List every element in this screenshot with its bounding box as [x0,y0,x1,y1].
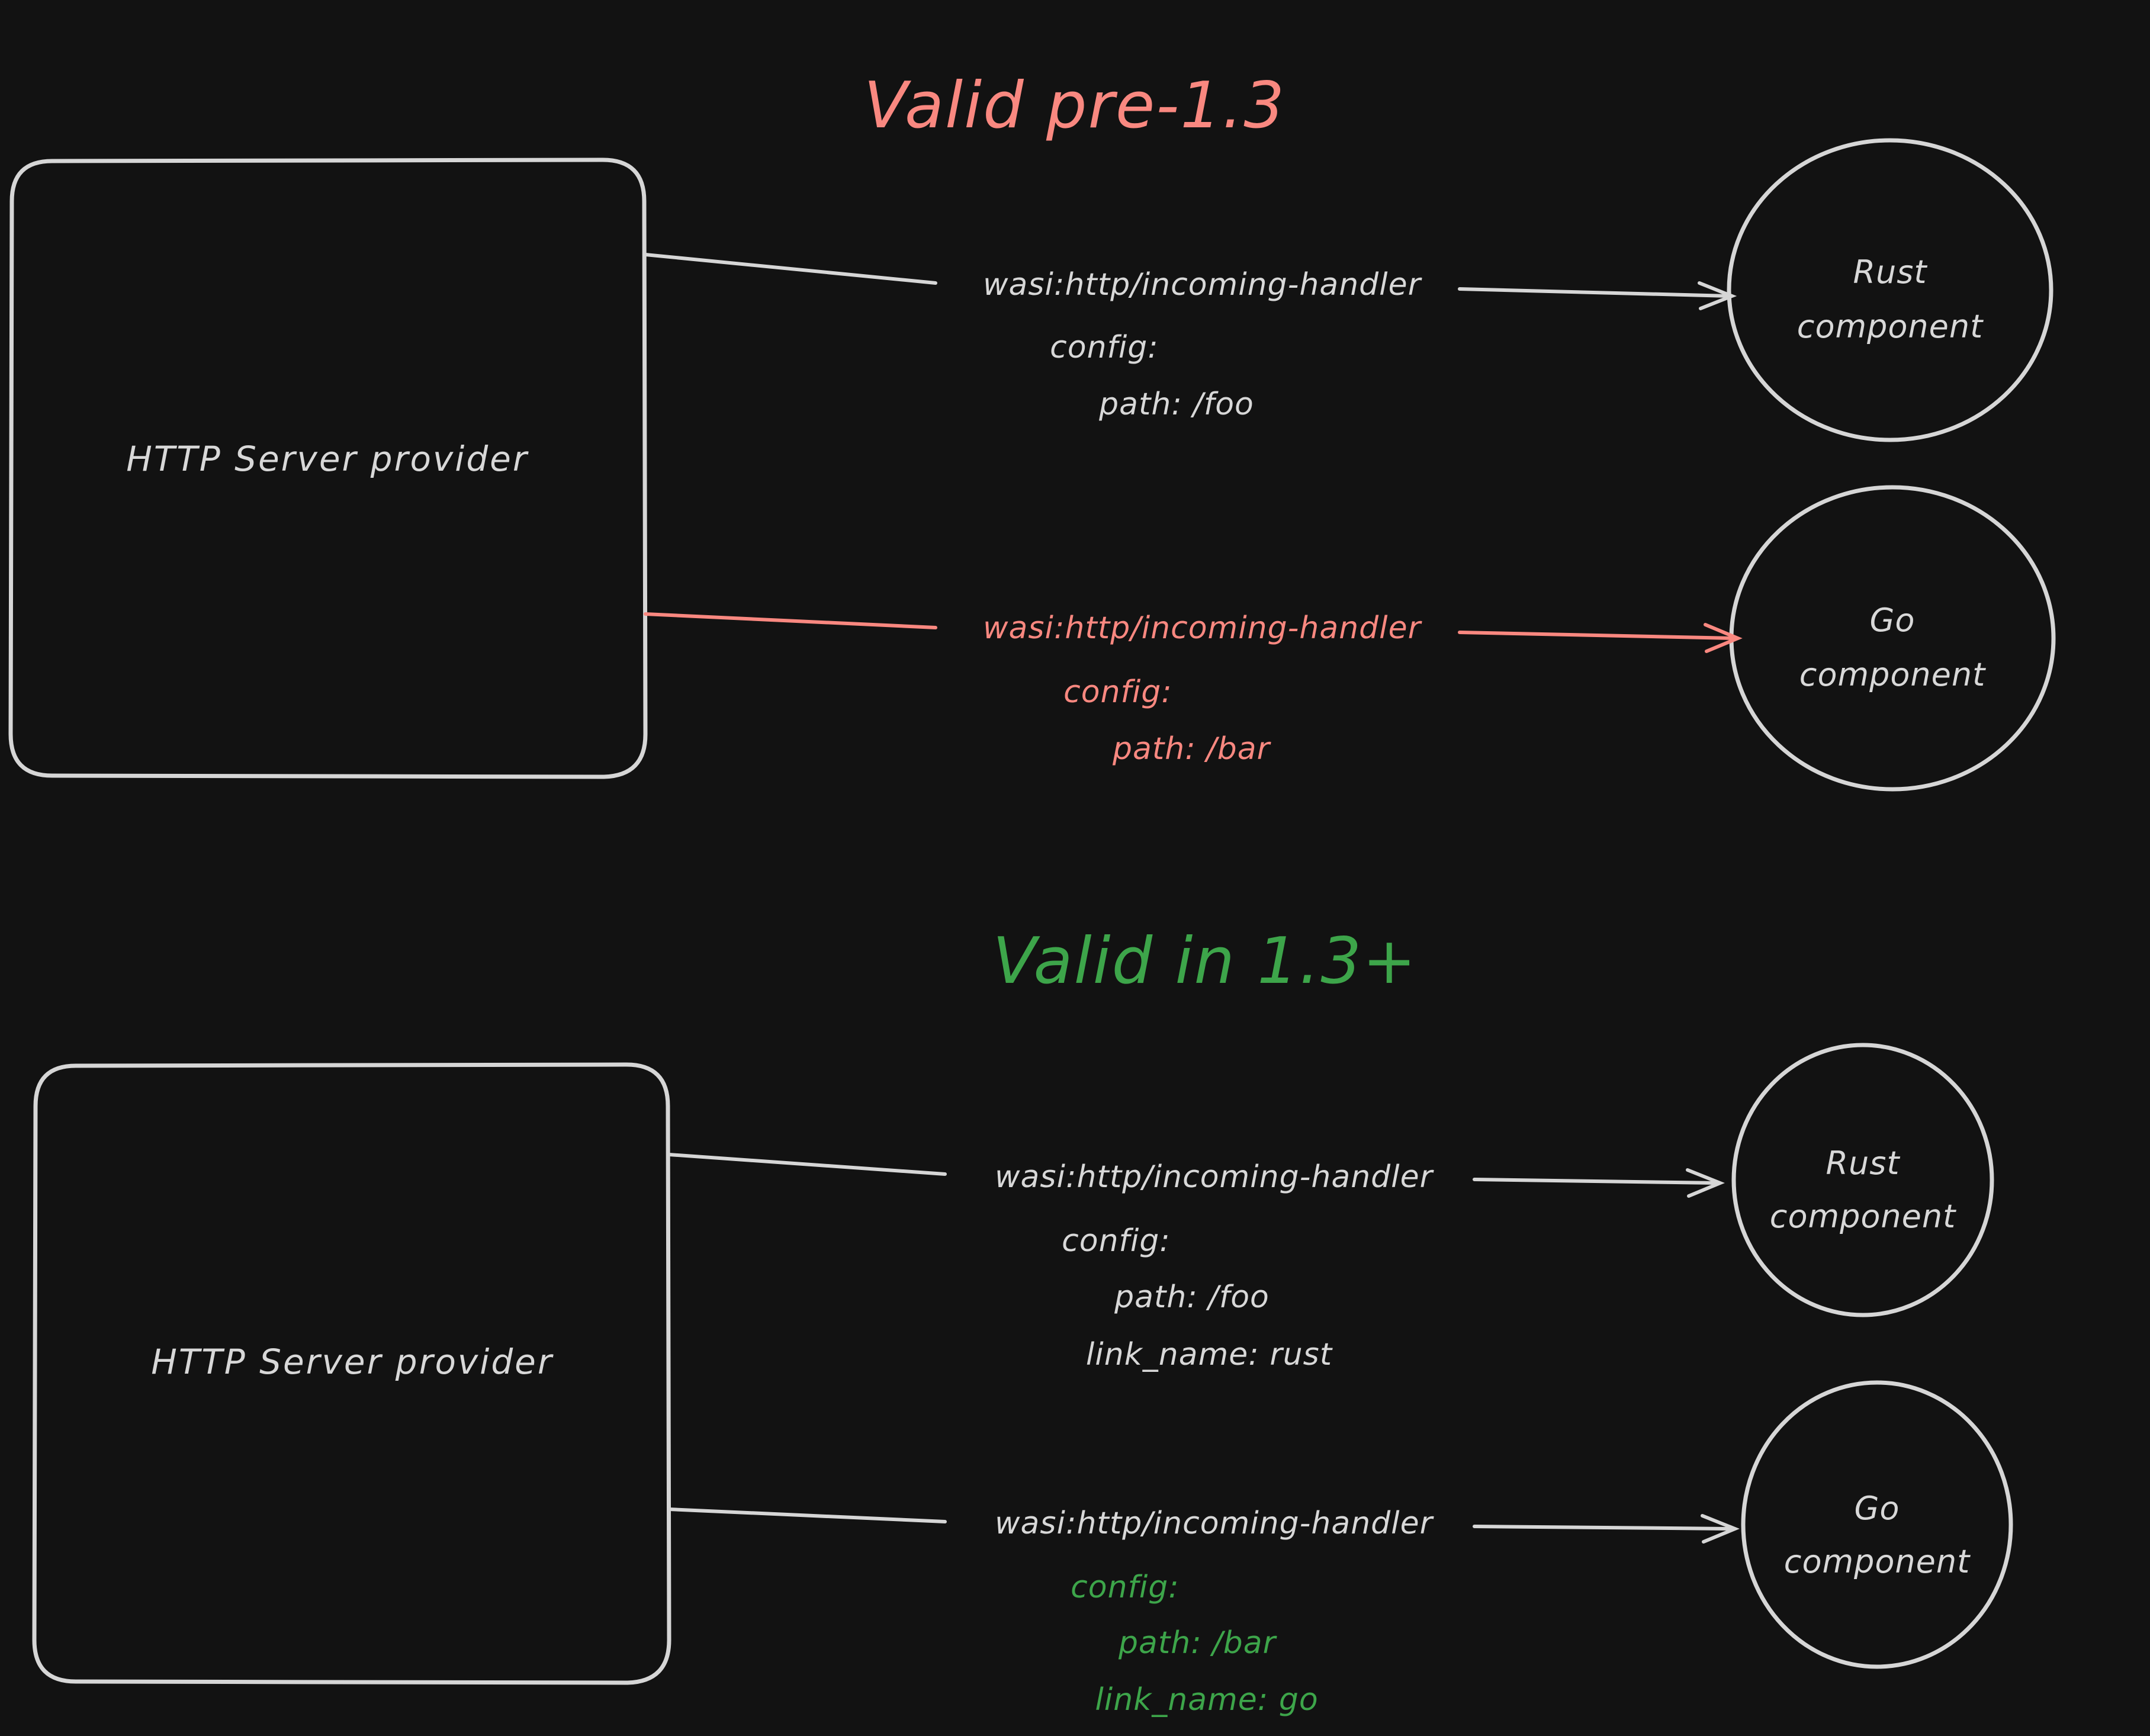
edge-go-config-path-bottom: path: /bar [1118,1625,1278,1661]
node-go-line2-bottom: component [1784,1543,1971,1580]
edge-rust-config-label-top: config: [1050,330,1159,365]
edge-go-arrowhead-bottom [1701,1514,1740,1544]
node-go-line1-top: Go [1870,602,1916,639]
edge-go-config-linkname-bottom: link_name: go [1095,1682,1318,1718]
edge-rust-interface-bottom: wasi:http/incoming-handler [995,1159,1435,1195]
edge-rust-config-linkname-bottom: link_name: rust [1086,1337,1333,1372]
edge-go-config-label-bottom: config: [1071,1570,1180,1605]
edge-go-line-right-top [1458,631,1737,640]
edge-go-line-right-bottom [1473,1525,1734,1531]
section-title-pre-1-3: Valid pre-1.3 [864,69,1285,143]
node-rust-line1-top: Rust [1853,253,1927,291]
edge-rust-config-path-top: path: /foo [1098,387,1254,422]
edge-rust-config-label-bottom: config: [1062,1223,1171,1259]
edge-go-interface-bottom: wasi:http/incoming-handler [995,1506,1435,1541]
edge-rust-interface-top: wasi:http/incoming-handler [983,267,1423,303]
node-go-line1-bottom: Go [1855,1490,1900,1527]
edge-rust-config-path-bottom: path: /foo [1114,1280,1270,1315]
edge-go-config-label-top: config: [1063,674,1172,710]
provider-label-top: HTTP Server provider [126,439,529,479]
edge-rust-line-right-top [1458,287,1731,298]
node-rust-line2-bottom: component [1770,1198,1956,1235]
provider-box-bottom [32,1062,671,1685]
node-rust-line2-top: component [1797,308,1984,345]
edge-rust-line-right-bottom [1473,1178,1719,1185]
section-title-in-1-3-plus: Valid in 1.3+ [992,924,1417,998]
edge-rust-line-left-top [644,253,937,285]
edge-go-line-left-bottom [667,1507,947,1523]
edge-go-arrowhead-top [1704,623,1743,653]
edge-rust-arrowhead-bottom [1686,1168,1725,1198]
node-rust-component-bottom [1731,1043,1994,1317]
edge-go-line-left-top [644,612,937,629]
edge-go-config-path-top: path: /bar [1112,731,1272,767]
provider-box-top [8,157,648,779]
provider-label-bottom: HTTP Server provider [151,1342,554,1382]
node-go-component-bottom [1741,1380,2013,1669]
node-rust-component-top [1727,138,2053,442]
node-go-line2-top: component [1799,656,1986,693]
edge-rust-arrowhead-top [1698,281,1737,310]
node-rust-line1-bottom: Rust [1826,1145,1900,1182]
edge-go-interface-top: wasi:http/incoming-handler [983,610,1423,646]
edge-rust-line-left-bottom [667,1153,947,1176]
